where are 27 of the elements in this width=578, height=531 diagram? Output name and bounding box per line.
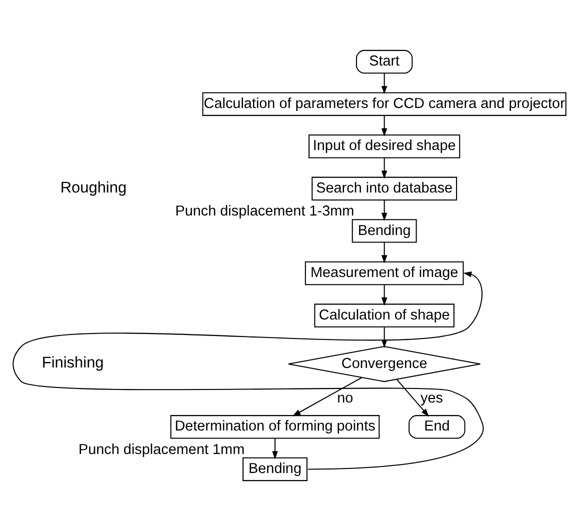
node-box: End <box>408 415 465 439</box>
arrow <box>396 379 429 417</box>
label: Finishing <box>41 354 104 372</box>
node-box: Bending <box>351 219 416 243</box>
arrow <box>380 116 387 137</box>
label: Roughing <box>60 179 126 196</box>
node-box: Calculation of shape <box>314 304 454 328</box>
node-box: Determination of forming points <box>170 415 380 439</box>
arrow <box>380 242 387 264</box>
node-box: Input of desired shape <box>308 134 460 158</box>
node-label: Punch displacement 1-3mm <box>174 204 354 220</box>
arrow <box>380 73 387 94</box>
arrow <box>380 200 387 222</box>
node-box: Search into database <box>311 176 457 201</box>
arrow <box>292 377 362 416</box>
edge-label: yes <box>420 390 443 406</box>
node-label: Punch displacement 1mm <box>78 442 244 458</box>
node-box: Measurement of image <box>304 261 464 286</box>
arrow <box>380 284 387 306</box>
node-box: Calculation of parameters for CCD camera and projector <box>202 92 566 116</box>
node-box: Bending <box>242 457 307 482</box>
arrow <box>380 158 387 179</box>
node-box: Start <box>355 50 412 74</box>
arrow <box>12 271 482 470</box>
arrow <box>272 438 278 460</box>
node-diamond: Convergence <box>287 346 480 382</box>
edge-label: no <box>336 390 353 406</box>
